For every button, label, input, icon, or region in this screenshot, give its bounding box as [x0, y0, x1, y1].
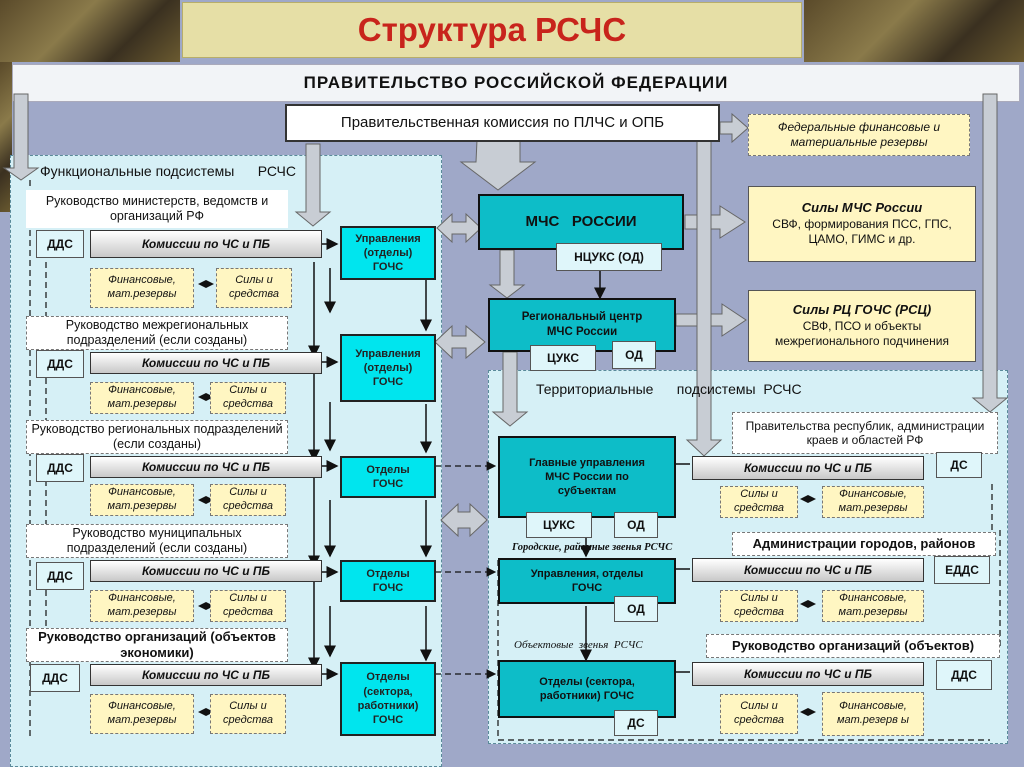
- right-row-1-finance: Финансовые, мат.резервы: [822, 486, 924, 518]
- object-ds: ДС: [614, 710, 658, 736]
- mchs-forces-title: Силы МЧС России: [801, 199, 923, 215]
- government-header: ПРАВИТЕЛЬСТВО РОССИЙСКОЙ ФЕДЕРАЦИИ: [12, 64, 1020, 102]
- arrow-gov-to-functional: [2, 93, 40, 181]
- left-row-5-dds: ДДС: [30, 664, 80, 692]
- rc-forces-title: Силы РЦ ГОЧС (РСЦ): [792, 301, 932, 317]
- right-row-3-commission: Комиссии по ЧС и ПБ: [692, 662, 924, 686]
- left-row-4-forces: Силы и средства: [210, 590, 286, 622]
- arrow-mchs-to-forces: [684, 205, 746, 239]
- right-row-3-finance: Финансовые, мат.резерв ы: [822, 692, 924, 736]
- rc-forces-text: СВФ, ПСО и объекты межрегионального подч…: [775, 318, 949, 349]
- left-row-1-head: Руководство министерств, ведомств и орга…: [26, 190, 288, 228]
- left-row-1-side: Управления (отделы) ГОЧС: [340, 226, 436, 280]
- arrow-rc-to-gu: [491, 351, 529, 427]
- gu-od: ОД: [614, 512, 658, 538]
- mchs-russia: МЧС РОССИИ: [478, 194, 684, 250]
- main-departments-by-subjects: Главные управления МЧС России по субъект…: [498, 436, 676, 518]
- left-row-3-commission: Комиссии по ЧС и ПБ: [90, 456, 322, 478]
- left-row-1-finance: Финансовые, мат.резервы: [90, 268, 194, 308]
- left-row-4-finance: Финансовые, мат.резервы: [90, 590, 194, 622]
- territorial-subsystems-title: Территориальные подсистемы РСЧС: [536, 381, 802, 397]
- left-row-1-commission: Комиссии по ЧС и ПБ: [90, 230, 322, 258]
- left-row-5-commission: Комиссии по ЧС и ПБ: [90, 664, 322, 686]
- double-arrow-2: [434, 324, 486, 360]
- right-row-3-forces: Силы и средства: [720, 694, 798, 734]
- left-row-3-head: Руководство региональных подразделений (…: [26, 420, 288, 454]
- right-row-2-forces: Силы и средства: [720, 590, 798, 622]
- corner-photo-left: [0, 0, 180, 62]
- left-row-3-dds: ДДС: [36, 454, 84, 482]
- left-row-4-dds: ДДС: [36, 562, 84, 590]
- arrow-commission-to-regional: [685, 135, 723, 457]
- left-row-5-forces: Силы и средства: [210, 694, 286, 734]
- right-row-2-commission: Комиссии по ЧС и ПБ: [692, 558, 924, 582]
- right-row-1-forces: Силы и средства: [720, 486, 798, 518]
- side-photo-left: [0, 62, 12, 212]
- right-row-3-unit: ДДС: [936, 660, 992, 690]
- page-title: Структура РСЧС: [182, 2, 802, 58]
- right-row-1-unit: ДС: [936, 452, 982, 478]
- mchs-forces-text: СВФ, формирования ПСС, ГПС, ЦАМО, ГИМС и…: [772, 216, 952, 247]
- left-row-3-finance: Финансовые, мат.резервы: [90, 484, 194, 516]
- left-row-4-head: Руководство муниципальных подразделений …: [26, 524, 288, 558]
- arrow-to-functional: [294, 143, 332, 227]
- arrow-commission-to-mchs: [459, 139, 537, 191]
- double-arrow-3: [440, 502, 488, 538]
- right-row-3-head: Руководство организаций (объектов): [706, 634, 1000, 658]
- arrow-gov-to-regional: [971, 93, 1009, 413]
- left-row-5-finance: Финансовые, мат.резервы: [90, 694, 194, 734]
- left-row-4-commission: Комиссии по ЧС и ПБ: [90, 560, 322, 582]
- corner-photo-right: [804, 0, 1024, 62]
- city-links-label: Городские, районные звенья РСЧС: [512, 541, 673, 553]
- government-commission: Правительственная комиссия по ПЛЧС и ОПБ: [285, 104, 720, 142]
- mchs-forces: Силы МЧС России СВФ, формирования ПСС, Г…: [748, 186, 976, 262]
- left-row-4-side: Отделы ГОЧС: [340, 560, 436, 602]
- gu-tsuks: ЦУКС: [526, 512, 592, 538]
- left-row-1-dds: ДДС: [36, 230, 84, 258]
- right-row-2-unit: ЕДДС: [934, 556, 990, 584]
- left-row-5-head: Руководство организаций (объектов эконом…: [26, 628, 288, 662]
- left-row-1-forces: Силы и средства: [216, 268, 292, 308]
- left-row-2-head: Руководство межрегиональных подразделени…: [26, 316, 288, 350]
- arrow-mchs-to-rc: [488, 249, 526, 299]
- city-od: ОД: [614, 596, 658, 622]
- ntsuks-od: НЦУКС (ОД): [556, 243, 662, 271]
- right-row-1-head: Правительства республик, администрации к…: [732, 412, 998, 454]
- object-departments: Отделы (сектора, работники) ГОЧС: [498, 660, 676, 718]
- right-row-2-head: Администрации городов, районов: [732, 532, 996, 556]
- left-row-3-side: Отделы ГОЧС: [340, 456, 436, 498]
- arrow-to-reserves: [719, 112, 749, 144]
- left-row-5-side: Отделы (сектора, работники) ГОЧС: [340, 662, 436, 736]
- left-row-2-commission: Комиссии по ЧС и ПБ: [90, 352, 322, 374]
- left-row-2-finance: Финансовые, мат.резервы: [90, 382, 194, 414]
- functional-subsystems-title: Функциональные подсистемы РСЧС: [40, 163, 296, 179]
- rc-forces: Силы РЦ ГОЧС (РСЦ) СВФ, ПСО и объекты ме…: [748, 290, 976, 362]
- rc-tsuks: ЦУКС: [530, 345, 596, 371]
- rc-od: ОД: [612, 341, 656, 369]
- left-row-3-forces: Силы и средства: [210, 484, 286, 516]
- left-row-2-side: Управления (отделы) ГОЧС: [340, 334, 436, 402]
- left-row-2-dds: ДДС: [36, 350, 84, 378]
- right-row-2-finance: Финансовые, мат.резервы: [822, 590, 924, 622]
- right-row-1-commission: Комиссии по ЧС и ПБ: [692, 456, 924, 480]
- left-row-2-forces: Силы и средства: [210, 382, 286, 414]
- object-links-label: Объектовые звенья РСЧС: [514, 639, 643, 651]
- federal-reserves: Федеральные финансовые и материальные ре…: [748, 114, 970, 156]
- double-arrow-1: [436, 212, 482, 244]
